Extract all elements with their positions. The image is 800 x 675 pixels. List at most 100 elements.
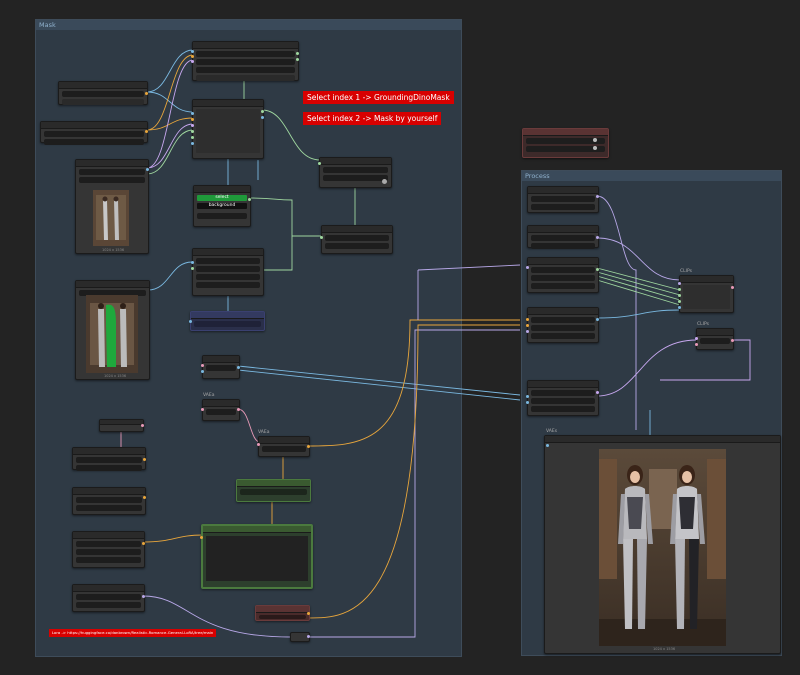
input-port[interactable] (678, 282, 681, 285)
output-port[interactable] (237, 408, 240, 411)
input-port[interactable] (546, 444, 549, 447)
save-image-node[interactable] (255, 605, 310, 621)
input-port[interactable] (678, 294, 681, 297)
output-port[interactable] (307, 612, 310, 615)
output-port[interactable] (143, 458, 146, 461)
checkpoint-loader-node[interactable] (58, 81, 148, 105)
toggle-knob[interactable] (382, 179, 387, 184)
input-port[interactable] (191, 55, 194, 58)
output-port[interactable] (596, 236, 599, 239)
input-port[interactable] (320, 236, 323, 239)
process-node-5[interactable] (526, 380, 599, 416)
input-port[interactable] (191, 118, 194, 121)
input-port[interactable] (201, 364, 204, 367)
input-port[interactable] (191, 261, 194, 264)
output-port[interactable] (141, 424, 144, 427)
select-mask-button[interactable]: select (197, 195, 247, 201)
note-index-1: Select index 1 -> GroundingDinoMask (303, 91, 454, 104)
process-node-4[interactable] (526, 307, 599, 343)
ksampler-node[interactable] (200, 524, 313, 589)
inpaint-sampler-node[interactable] (191, 248, 264, 296)
input-port[interactable] (191, 124, 194, 127)
process-node-1[interactable] (527, 186, 599, 213)
input-port[interactable] (191, 60, 194, 63)
output-port[interactable] (596, 195, 599, 198)
grounding-dino-loader-node[interactable] (191, 41, 299, 81)
input-port[interactable] (678, 300, 681, 303)
group-main-title[interactable]: Mask (36, 20, 461, 30)
output-port[interactable] (731, 286, 734, 289)
clip-text-encode-node-b[interactable] (72, 487, 146, 515)
toggle-knob[interactable] (593, 138, 597, 142)
sam-model-node[interactable] (191, 99, 264, 159)
input-port[interactable] (191, 267, 194, 270)
clip-encode-node[interactable] (695, 328, 734, 350)
output-port[interactable] (145, 130, 148, 133)
output-port[interactable] (731, 339, 734, 342)
preview-image-node[interactable]: 1024 x 1536 (544, 435, 781, 654)
output-port[interactable] (596, 391, 599, 394)
input-port[interactable] (526, 330, 529, 333)
input-port[interactable] (191, 50, 194, 53)
output-port[interactable] (596, 318, 599, 321)
output-port[interactable] (237, 366, 240, 369)
input-port[interactable] (695, 337, 698, 340)
vae-encode-node[interactable] (201, 355, 240, 379)
vae-decode-node-a[interactable] (201, 399, 240, 421)
input-port[interactable] (257, 443, 260, 446)
input-port[interactable] (695, 343, 698, 346)
input-port[interactable] (191, 130, 194, 133)
output-port[interactable] (307, 635, 310, 638)
input-port[interactable] (526, 324, 529, 327)
output-port[interactable] (143, 496, 146, 499)
input-port[interactable] (526, 401, 529, 404)
output-port[interactable] (296, 52, 299, 55)
load-image-node[interactable]: 1024 x 1536 (75, 159, 149, 254)
input-port[interactable] (526, 395, 529, 398)
upscale-model-node[interactable] (236, 479, 311, 502)
input-port[interactable] (678, 288, 681, 291)
output-port[interactable] (145, 92, 148, 95)
toggle-knob[interactable] (593, 146, 597, 150)
primitive-node[interactable] (189, 311, 265, 331)
ksampler-settings-node[interactable] (72, 531, 145, 568)
input-port[interactable] (201, 370, 204, 373)
input-port[interactable] (318, 162, 321, 165)
clip-text-encode-node-a[interactable] (72, 447, 146, 471)
output-port[interactable] (261, 116, 264, 119)
input-port[interactable] (526, 266, 529, 269)
mask-to-image-node[interactable] (318, 157, 392, 188)
seed-control-node[interactable] (522, 128, 609, 158)
input-port[interactable] (189, 320, 192, 323)
input-port[interactable] (191, 142, 194, 145)
mask-editor-node[interactable]: 1024 x 1536 (75, 280, 150, 380)
input-port[interactable] (201, 408, 204, 411)
note-lora-link[interactable]: Lora -> https://huggingface.co/danbrown/… (49, 629, 217, 637)
output-port[interactable] (261, 110, 264, 113)
clip-loader-node[interactable] (678, 275, 734, 313)
process-node-2[interactable] (527, 225, 599, 249)
output-port[interactable] (596, 268, 599, 271)
output-port[interactable] (296, 58, 299, 61)
vae-decode-node-b[interactable] (257, 436, 310, 457)
mask-selector-node[interactable]: select background (193, 185, 251, 227)
image-composite-node[interactable] (320, 225, 393, 254)
reroute-node[interactable] (99, 419, 144, 432)
input-port[interactable] (191, 112, 194, 115)
output-port[interactable] (146, 168, 149, 171)
output-port[interactable] (307, 445, 310, 448)
input-port[interactable] (200, 536, 203, 539)
input-port[interactable] (678, 306, 681, 309)
empty-latent-node[interactable] (72, 584, 145, 612)
output-port[interactable] (142, 542, 145, 545)
group-process-title[interactable]: Process (522, 171, 781, 181)
input-port[interactable] (191, 136, 194, 139)
input-port[interactable] (526, 318, 529, 321)
lora-loader-node[interactable] (40, 121, 148, 145)
background-button[interactable]: background (197, 203, 247, 209)
output-port[interactable] (248, 198, 251, 201)
process-node-3[interactable] (526, 257, 599, 293)
output-port[interactable] (142, 595, 145, 598)
final-output-node[interactable] (290, 632, 310, 642)
